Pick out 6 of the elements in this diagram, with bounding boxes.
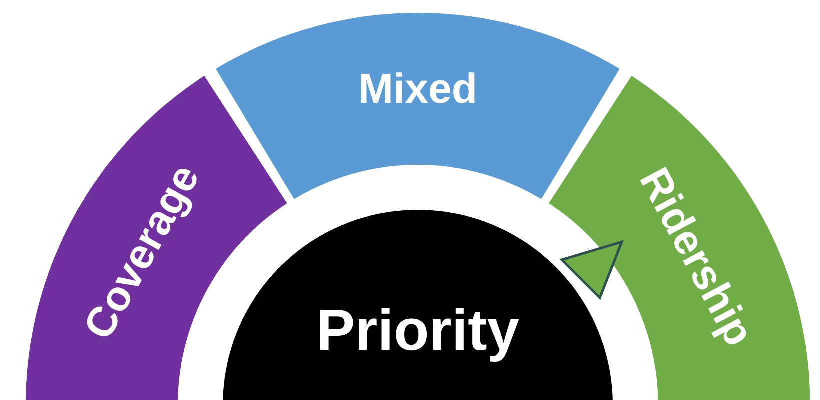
gauge-segment (26, 76, 288, 400)
gauge-segment (216, 13, 620, 200)
gauge-segment (548, 76, 810, 400)
segment-label: Mixed (358, 65, 478, 113)
gauge-hub (223, 210, 613, 400)
hub-label: Priority (316, 297, 520, 364)
